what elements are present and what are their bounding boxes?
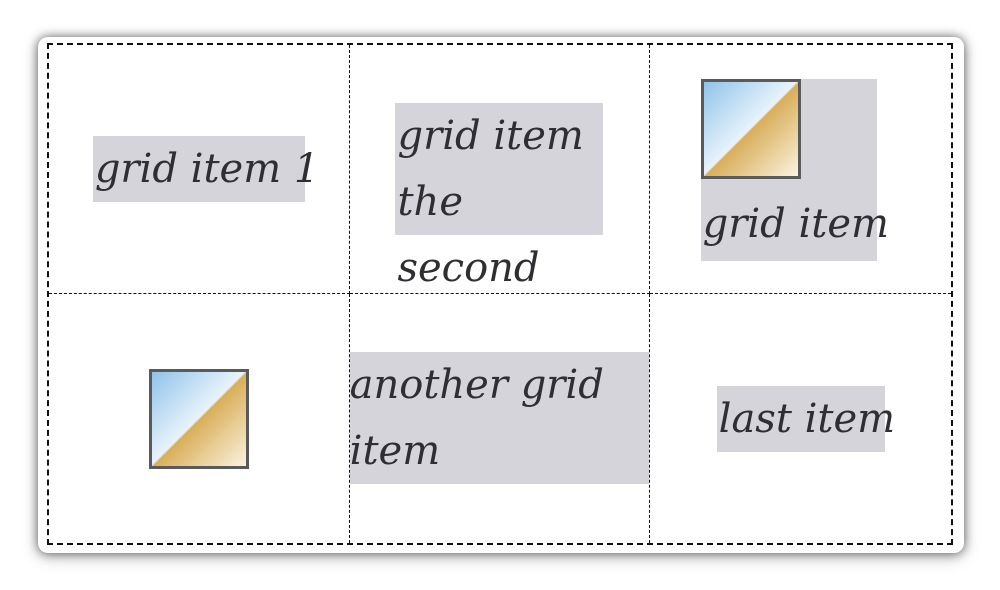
grid-cell-1: grid item 1 [49,45,350,294]
grid-cell-6: last item [650,294,951,543]
grid-item-2: grid item the second [395,103,604,291]
grid-item-6: last item [716,385,895,452]
grid-cell-2: grid item the second [349,45,651,294]
grid-container-card: grid item 1 grid item the second grid it… [38,37,964,553]
grid-cell-3: grid item [650,45,951,294]
grid-item-3-label: grid item [702,201,889,247]
grid-cell-5: another grid item [349,294,651,543]
grid-container: grid item 1 grid item the second grid it… [47,43,953,545]
grid-item-5: another grid item [349,352,650,484]
grid-cell-4 [49,294,350,543]
gradient-square-image [700,79,801,179]
gradient-square-image [148,368,249,469]
grid-item-1: grid item 1 [92,136,319,202]
grid-item-3: grid item [700,79,889,261]
